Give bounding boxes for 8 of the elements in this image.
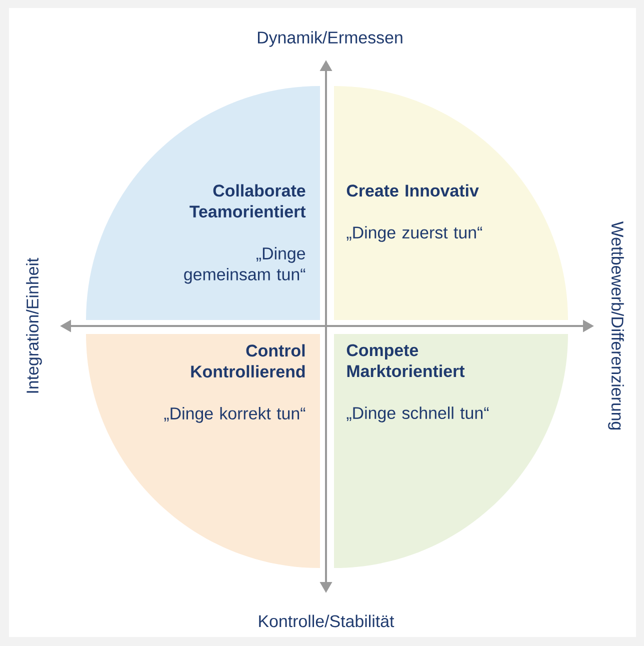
axis-label: Wettbewerb/Differenzierung [608,221,624,430]
axis-label: Integration/Einheit [26,258,42,393]
quadrant: Compete Marktorientiert „Dinge schnell tun“ [334,334,568,568]
quadrant: Create Innovativ „Dinge zuerst tun“ [334,86,568,320]
axis-label: Kontrolle/Stabilität [259,614,394,628]
quadrant: Collaborate Teamorientiert „Dinge gemeinsam tun“ [86,86,320,320]
axis-label: Dynamik/Ermessen [258,31,402,47]
quadrant: Control Kontrollierend „Dinge korrekt tun“ [86,334,320,568]
